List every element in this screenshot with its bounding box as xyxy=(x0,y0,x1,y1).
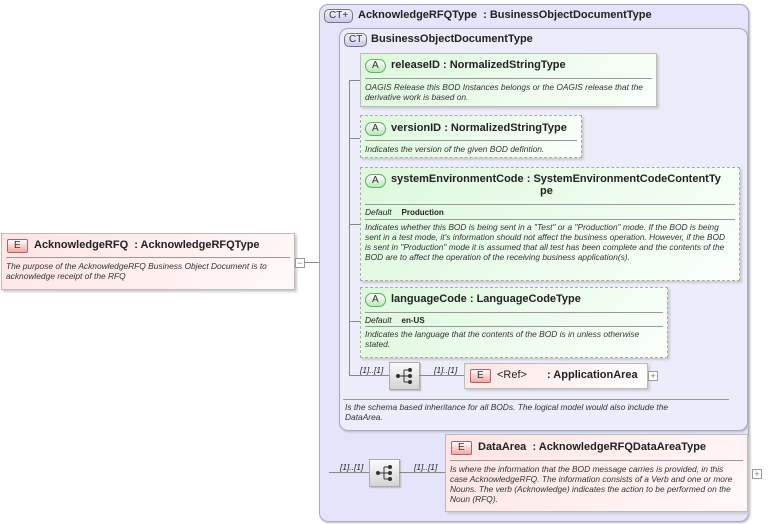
connector xyxy=(349,138,360,139)
attribute-description: OAGIS Release this BOD Instances belongs… xyxy=(365,82,643,102)
complex-type-title: AcknowledgeRFQType : BusinessObjectDocum… xyxy=(358,9,652,21)
sequence-icon[interactable] xyxy=(389,362,420,390)
connector xyxy=(349,321,360,322)
attribute-badge: A xyxy=(365,174,386,188)
element-badge: E xyxy=(470,369,491,383)
element-badge: E xyxy=(451,441,472,455)
attribute-badge: A xyxy=(365,122,386,136)
expand-toggle[interactable]: + xyxy=(752,469,762,479)
cardinality-label: [1]..[1] xyxy=(434,365,458,375)
cardinality-label: [1]..[1] xyxy=(340,462,364,472)
attribute-versionid[interactable]: A versionID : NormalizedStringType Indic… xyxy=(360,115,582,158)
element-acknowledgerfq[interactable]: E AcknowledgeRFQ : AcknowledgeRFQType Th… xyxy=(1,233,295,290)
cardinality-label: [1]..[1] xyxy=(414,462,438,472)
cardinality-label: [1]..[1] xyxy=(360,365,384,375)
element-description: The purpose of the AcknowledgeRFQ Busine… xyxy=(6,261,267,281)
element-ref-label: <Ref> xyxy=(497,369,527,381)
base-type-title: BusinessObjectDocumentType xyxy=(371,33,533,45)
attribute-description: Indicates the version of the given BOD d… xyxy=(365,144,545,154)
attribute-badge: A xyxy=(365,59,386,73)
connector xyxy=(399,472,445,473)
element-title: AcknowledgeRFQ : AcknowledgeRFQType xyxy=(34,239,260,251)
base-type-description: Is the schema based inheritance for all … xyxy=(345,402,669,422)
attribute-title: systemEnvironmentCode : SystemEnvironmen… xyxy=(391,173,721,197)
element-description: Is where the information that the BOD me… xyxy=(450,464,733,504)
expand-toggle[interactable]: + xyxy=(648,371,658,381)
connector xyxy=(305,262,329,263)
connector xyxy=(349,375,389,376)
connector xyxy=(349,224,360,225)
element-title: DataArea : AcknowledgeRFQDataAreaType xyxy=(478,441,707,453)
element-badge: E xyxy=(7,239,28,253)
connector xyxy=(349,80,350,375)
attribute-description: Indicates whether this BOD is being sent… xyxy=(365,222,726,262)
element-title: : ApplicationArea xyxy=(547,369,638,381)
attribute-title: versionID : NormalizedStringType xyxy=(391,122,567,134)
connector xyxy=(329,472,369,473)
attribute-title: releaseID : NormalizedStringType xyxy=(391,59,566,71)
attribute-systemenvironmentcode[interactable]: A systemEnvironmentCode : SystemEnvironm… xyxy=(360,167,740,281)
element-dataarea[interactable]: E DataArea : AcknowledgeRFQDataAreaType … xyxy=(445,434,748,512)
attribute-releaseid[interactable]: A releaseID : NormalizedStringType OAGIS… xyxy=(360,53,657,107)
connector xyxy=(419,375,464,376)
connector xyxy=(349,80,360,81)
attribute-languagecode[interactable]: A languageCode : LanguageCodeType Defaul… xyxy=(360,287,668,358)
attribute-title: languageCode : LanguageCodeType xyxy=(391,293,581,305)
element-applicationarea[interactable]: E <Ref> : ApplicationArea xyxy=(464,363,648,389)
attribute-badge: A xyxy=(365,293,386,307)
attribute-description: Indicates the language that the contents… xyxy=(365,329,640,349)
collapse-toggle[interactable]: − xyxy=(295,258,305,268)
base-type-badge: CT xyxy=(344,33,368,47)
sequence-icon[interactable] xyxy=(369,459,400,487)
complex-type-badge: CT+ xyxy=(324,9,354,23)
